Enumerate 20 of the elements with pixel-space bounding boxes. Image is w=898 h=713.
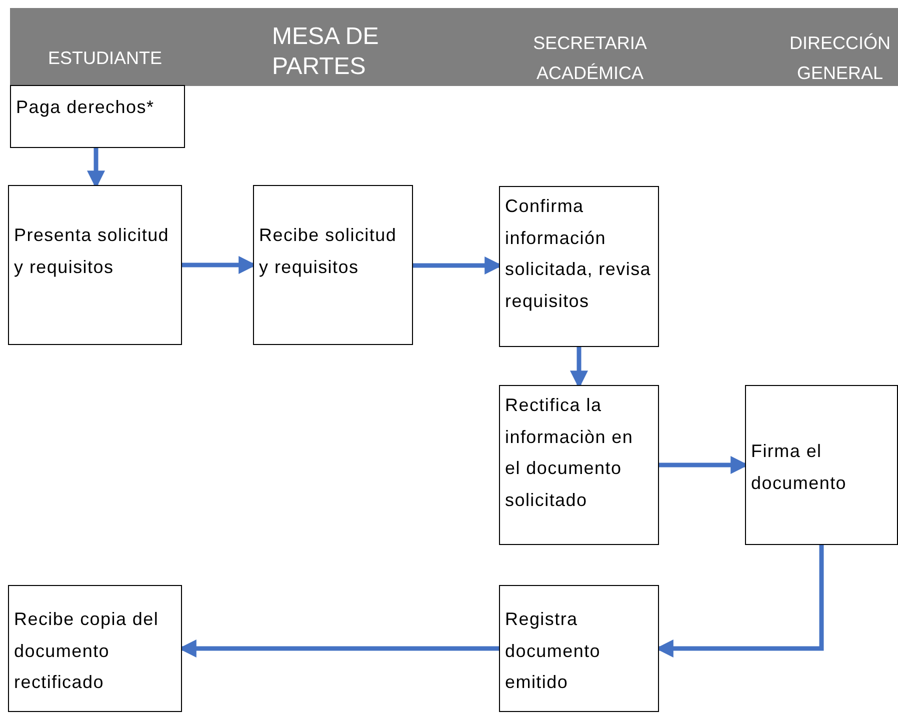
process-box: [8, 585, 182, 712]
step-text: Confirma información solicitada, revisa requisitos: [505, 195, 652, 313]
lane-header: MESA DE PARTES: [271, 22, 380, 82]
lane-header: SECRETARIA ACADÉMICA: [532, 32, 648, 85]
step-text: Presenta solicitud y requisitos: [14, 224, 170, 279]
process-box: [745, 385, 898, 545]
process-box: [499, 186, 659, 347]
process-box: [499, 385, 659, 545]
lane-header: DIRECCIÓN GENERAL: [788, 32, 892, 85]
step-text: Rectifica la informaciòn en el documento solicitado: [505, 394, 634, 512]
process-box: [10, 85, 185, 148]
step-text: Registra documento emitido: [505, 608, 602, 694]
lane-header: ESTUDIANTE: [46, 47, 163, 70]
process-box: [253, 185, 413, 345]
step-text: Recibe solicitud y requisitos: [259, 224, 398, 279]
step-text: Firma el documento: [751, 440, 848, 494]
process-box: [499, 585, 659, 712]
step-text: Recibe copia del documento rectificado: [14, 608, 160, 694]
process-box: [8, 185, 182, 345]
step-text: Paga derechos*: [16, 96, 156, 119]
